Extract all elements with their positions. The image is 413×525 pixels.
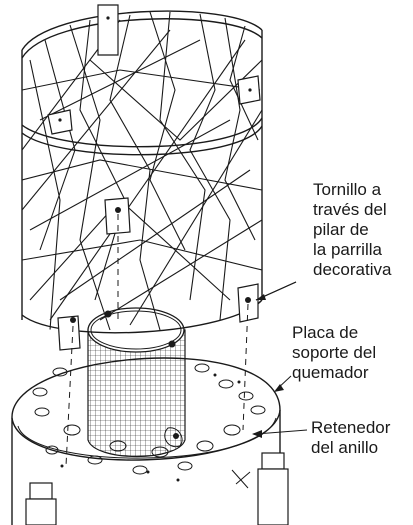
alignment-lines	[65, 214, 249, 467]
leader-lines	[252, 281, 308, 438]
burner-base	[11, 357, 289, 525]
left-foot-bracket	[29, 482, 53, 500]
plate-dots	[60, 373, 241, 482]
callout-burner-plate: Placa de soporte del quemador	[292, 323, 377, 382]
right-foot-bracket	[261, 452, 285, 470]
callout-screw: Tornillo a través del pilar de la parril…	[313, 180, 392, 279]
burner	[87, 307, 186, 458]
callout-ring-retainer: Retenedor del anillo	[311, 418, 391, 457]
decorative-grate	[21, 4, 263, 351]
